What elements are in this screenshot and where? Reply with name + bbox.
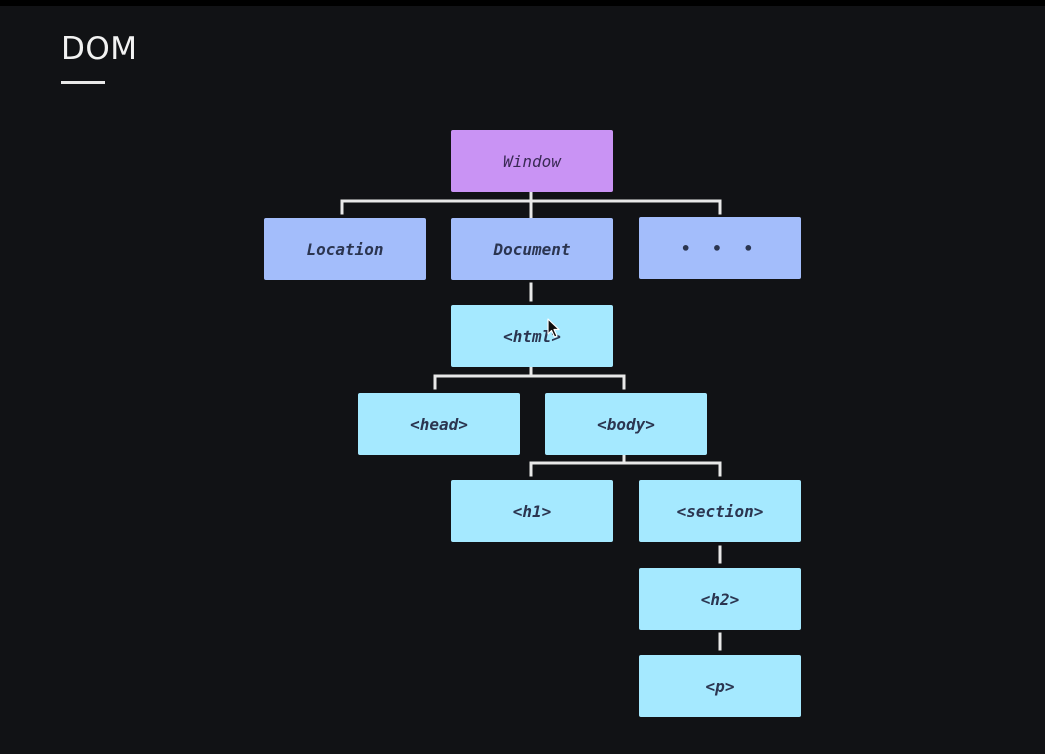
mouse-cursor-icon (547, 318, 560, 338)
p-node: <p> (639, 655, 801, 717)
connector-window-children (340, 190, 722, 219)
section-node: <section> (639, 480, 801, 542)
slide-title: DOM (61, 31, 138, 67)
h1-node: <h1> (451, 480, 613, 542)
h2-node: <h2> (639, 568, 801, 630)
more-objects-node: • • • (639, 217, 801, 279)
head-node: <head> (358, 393, 520, 455)
location-node: Location (264, 218, 426, 280)
document-node: Document (451, 218, 613, 280)
body-node: <body> (545, 393, 707, 455)
window-node: Window (451, 130, 613, 192)
connector-html-children (433, 365, 626, 390)
title-underline (61, 81, 105, 84)
html-node: <html> (451, 305, 613, 367)
connector-body-children (529, 453, 722, 477)
